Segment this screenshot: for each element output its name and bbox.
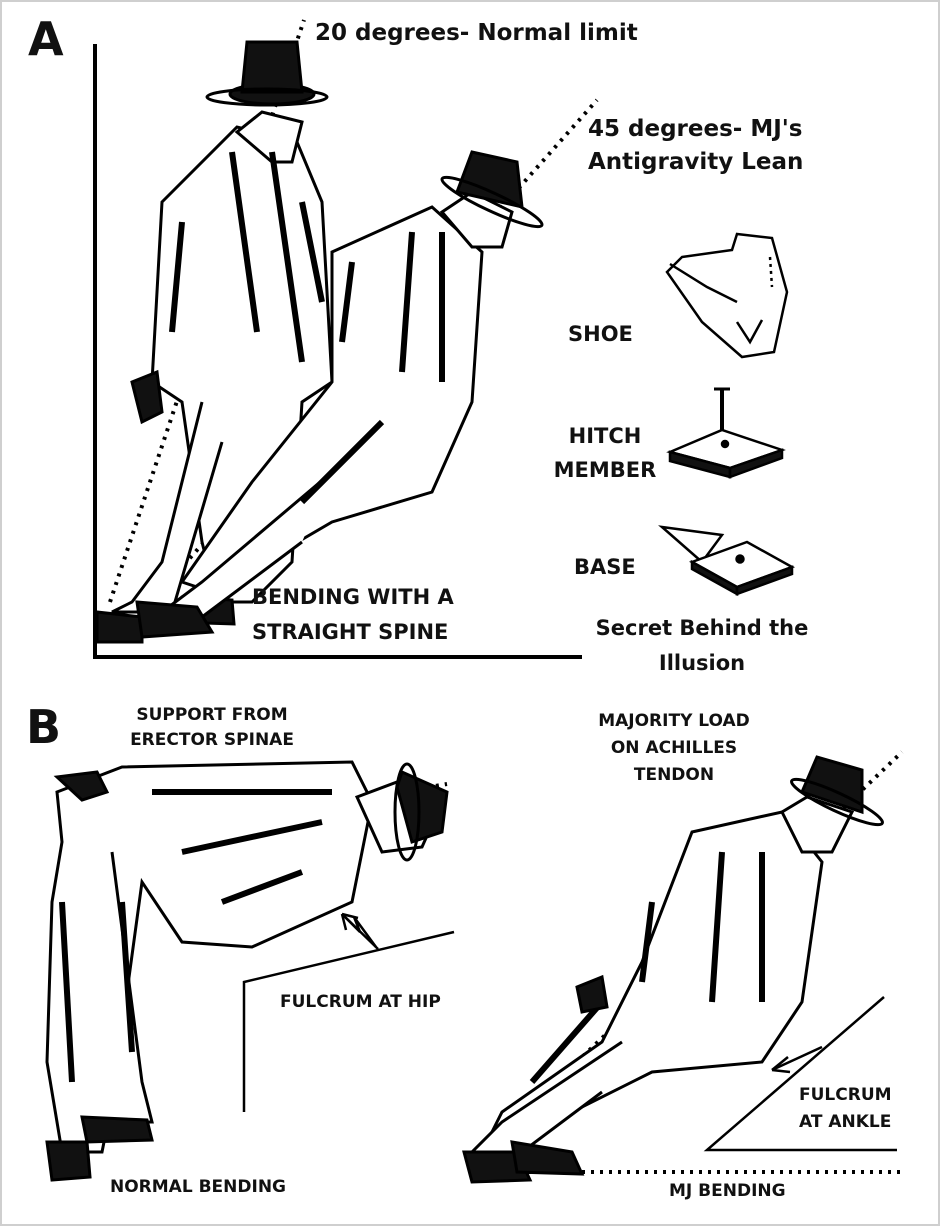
mj-lean-label-line1: 45 degrees- MJ's	[588, 116, 803, 142]
normal-bending-label: NORMAL BENDING	[110, 1177, 287, 1197]
spine-label-line2: STRAIGHT SPINE	[252, 620, 449, 644]
secret-label-line2: Illusion	[658, 651, 746, 675]
hitch-label-line2: MEMBER	[553, 458, 657, 482]
hitch-member-sketch	[666, 387, 786, 479]
load-label-line2: ON ACHILLES	[610, 738, 738, 758]
figure-leaning	[135, 150, 544, 639]
mj-lean-label-line2: Antigravity Lean	[588, 149, 804, 175]
support-label-line1: SUPPORT FROM	[136, 705, 288, 725]
secret-label-line1: Secret Behind the	[595, 616, 809, 640]
fulcrum-hip-sketch	[242, 912, 455, 1112]
base-label: BASE	[574, 555, 636, 579]
load-label-line1: MAJORITY LOAD	[598, 711, 750, 731]
figure-bending-normal	[45, 760, 449, 1182]
hitch-label-line1: HITCH	[568, 424, 642, 448]
shoe-label: SHOE	[568, 322, 633, 346]
panel-b-letter: B	[26, 700, 62, 754]
fulcrum-ankle-label-line2: AT ANKLE	[799, 1112, 892, 1132]
mj-bending-label: MJ BENDING	[669, 1181, 786, 1201]
spine-label-line1: BENDING WITH A	[252, 585, 454, 609]
panel-a-letter: A	[28, 12, 64, 66]
fulcrum-hip-label: FULCRUM AT HIP	[280, 992, 441, 1012]
load-label-line3: TENDON	[633, 765, 715, 785]
base-sketch	[658, 525, 796, 597]
normal-limit-label: 20 degrees- Normal limit	[315, 20, 638, 46]
support-label-line2: ERECTOR SPINAE	[130, 730, 294, 750]
fulcrum-ankle-label-line1: FULCRUM	[799, 1085, 892, 1105]
fulcrum-ankle-sketch	[703, 996, 897, 1152]
figure-bending-mj	[462, 755, 884, 1184]
shoe-sketch	[665, 232, 789, 359]
